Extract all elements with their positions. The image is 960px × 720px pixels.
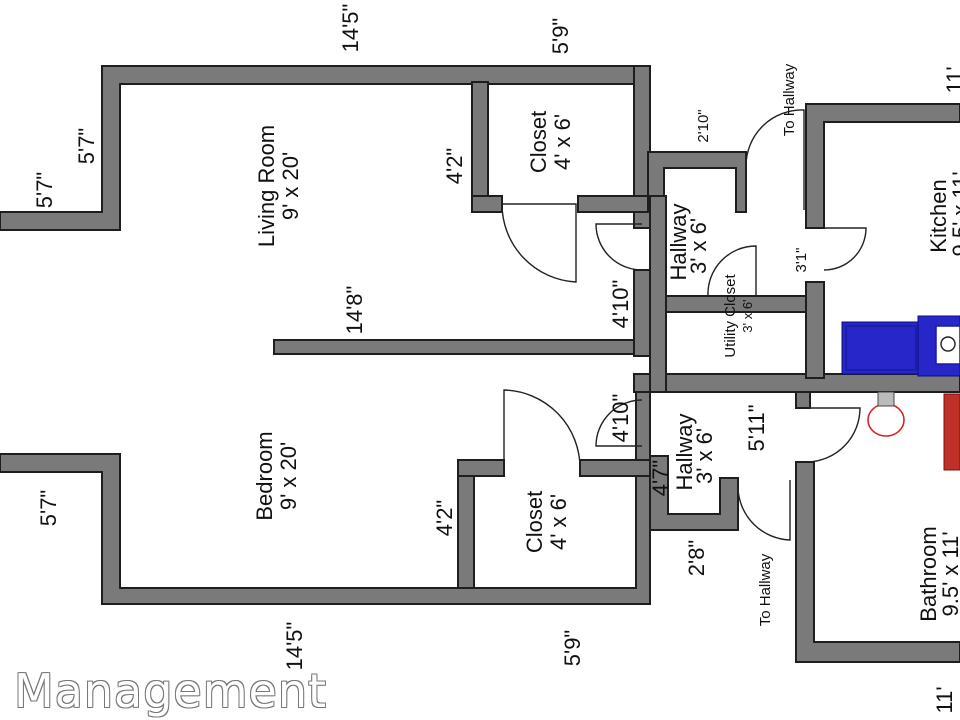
faucet-icon (877, 391, 895, 407)
sink-drain-icon (940, 336, 956, 352)
wall-hall-top-right (649, 195, 667, 393)
hallway-bottom-name: Hallway (672, 413, 697, 490)
kitchen-cabinet-outline (845, 325, 917, 371)
wall-closet-bottom-top (457, 459, 505, 477)
walls (0, 65, 960, 663)
dim-right-11-bottom: 11' (932, 686, 957, 713)
dim-hall-2-10: 2'10" (695, 109, 712, 142)
wall-kitchen (805, 103, 960, 229)
utility-closet-size: 3' x 6' (740, 299, 755, 332)
door-hall-top-right (745, 109, 805, 210)
kitchen-counter (841, 321, 921, 375)
utility-closet-name: Utility Closet (722, 273, 739, 357)
fixtures (841, 315, 960, 471)
closet-bottom-name: Closet (522, 491, 547, 553)
bathroom-sink-icon (867, 403, 905, 437)
bedroom-name: Bedroom (252, 431, 277, 520)
dim-closet-4-2-bottom: 4'2" (432, 500, 457, 536)
watermark: Management (14, 664, 328, 718)
kitchen-name: Kitchen (926, 179, 951, 252)
door-closet-top (501, 203, 577, 283)
wall-closet-top-bottom (471, 195, 503, 213)
wall-living-right-lower (633, 269, 651, 357)
dim-bottom-14-5: 14'5" (282, 622, 307, 671)
hallway-bottom-size: 3' x 6' (692, 428, 717, 484)
door-hall-living-bottom (595, 399, 643, 447)
dim-hall-5-11: 5'11" (744, 404, 769, 451)
dim-hall-3-1: 3'1" (793, 248, 810, 273)
wall-kitchen-stub (795, 391, 811, 409)
to-hallway-top: To Hallway (781, 63, 798, 136)
living-room-size: 9' x 20' (278, 152, 303, 220)
door-hall-bottom (807, 407, 861, 463)
dimension-labels: 14'5" 5'9" 5'7" 5'7" 5'7" 14'8" 4'2" 4'2… (32, 4, 960, 714)
wall-closet-bottom-top2 (579, 459, 651, 477)
wall-closet-bottom-left (457, 459, 475, 589)
closet-top-size: 4' x 6' (550, 114, 575, 170)
dim-top-5-9: 5'9" (548, 18, 573, 54)
bathroom-tub (943, 393, 960, 471)
kitchen-sink (935, 325, 960, 365)
door-utility (707, 245, 757, 297)
living-room-name: Living Room (254, 125, 279, 247)
dim-mid-14-8: 14'8" (342, 286, 367, 335)
dim-hall-4-7: 4'7" (648, 460, 673, 496)
wall-kitchen-lower (805, 281, 825, 379)
dim-hall-4-10-a: 4'10" (608, 280, 633, 329)
wall-closet-top-left (471, 81, 489, 213)
hallway-top-size: 3' x 6' (686, 218, 711, 274)
closet-bottom-size: 4' x 6' (546, 494, 571, 550)
direction-labels: To Hallway To Hallway (757, 63, 798, 626)
door-kitchen (823, 227, 867, 271)
bathroom-size: 9.5' x 11' (938, 531, 960, 616)
dim-right-11-top: 11' (942, 66, 960, 93)
dim-left-5-7-c: 5'7" (36, 490, 61, 526)
wall-hall-cross (633, 373, 960, 393)
door-closet-bottom (503, 389, 581, 469)
wall-living-right-upper (633, 65, 651, 229)
door-hall-bottom-out (737, 480, 791, 541)
bedroom-size: 9' x 20' (276, 442, 301, 510)
closet-top-name: Closet (526, 111, 551, 173)
bathroom-name: Bathroom (916, 526, 941, 621)
dim-hall-2-8: 2'8" (684, 540, 709, 576)
to-hallway-bottom: To Hallway (757, 553, 774, 626)
room-labels: Living Room 9' x 20' Bedroom 9' x 20' Cl… (252, 111, 960, 622)
dim-left-5-7-b: 5'7" (32, 172, 57, 208)
wall-closet-top-bottom2 (577, 195, 651, 213)
dim-top-14-5: 14'5" (338, 4, 363, 53)
wall-middle-partition (273, 339, 651, 355)
dim-hall-4-10-b: 4'10" (608, 394, 633, 443)
hallway-top-name: Hallway (666, 203, 691, 280)
wall-hall-bottom (649, 455, 739, 531)
dim-left-5-7-a: 5'7" (74, 128, 99, 164)
door-hall-living-top (595, 223, 643, 271)
kitchen-size: 9.5' x 11' (948, 171, 960, 256)
doors (501, 109, 867, 541)
dim-bottom-5-9: 5'9" (560, 630, 585, 666)
wall-bedroom (0, 391, 651, 605)
dim-closet-4-2-top: 4'2" (442, 148, 467, 184)
